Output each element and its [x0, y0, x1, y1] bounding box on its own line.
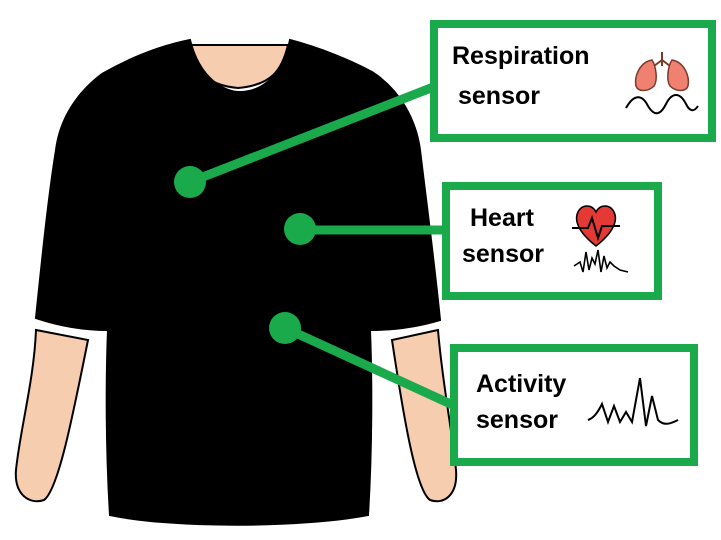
activity-sensor-dot	[269, 312, 301, 344]
heart-sensor-box: Heart sensor	[446, 186, 658, 296]
respiration-label-line2: sensor	[458, 82, 540, 110]
heart-label-line2: sensor	[462, 240, 544, 268]
right-arm	[392, 330, 456, 501]
respiration-sensor-box: Respiration sensor	[434, 24, 712, 138]
activity-label-line2: sensor	[476, 406, 558, 434]
activity-label-line1: Activity	[476, 370, 566, 398]
respiration-sensor-dot	[174, 166, 206, 198]
heart-label-line1: Heart	[470, 204, 535, 232]
left-arm	[16, 330, 88, 501]
heart-sensor-dot	[284, 213, 316, 245]
respiration-label-line1: Respiration	[452, 42, 590, 70]
activity-sensor-box: Activity sensor	[454, 348, 694, 462]
